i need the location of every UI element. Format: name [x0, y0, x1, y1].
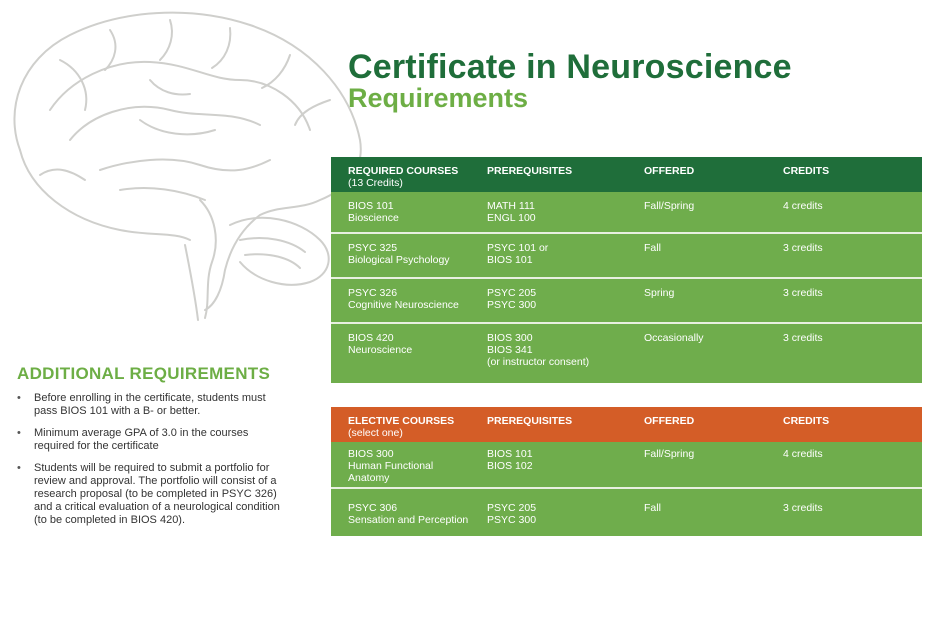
credits-cell: 4 credits — [783, 448, 823, 460]
elective-courses-table: ELECTIVE COURSES (select one) PREREQUISI… — [331, 407, 922, 536]
prereq-cell: PSYC 101 or BIOS 101 — [487, 242, 548, 266]
course-code: BIOS 420 — [348, 332, 394, 344]
list-item: • Before enrolling in the certificate, s… — [17, 392, 287, 418]
prereq-line: ENGL 100 — [487, 212, 536, 224]
list-item-text: Students will be required to submit a po… — [34, 462, 280, 526]
credits-cell: 3 credits — [783, 242, 823, 254]
course-cell: PSYC 325 Biological Psychology — [348, 242, 450, 266]
course-name: Anatomy — [348, 472, 390, 484]
table-row: BIOS 300 Human Functional Anatomy BIOS 1… — [331, 442, 922, 489]
credits-cell: 3 credits — [783, 502, 823, 514]
prereq-line: PSYC 205 — [487, 287, 537, 299]
brain-illustration — [13, 11, 362, 321]
additional-requirements-list: • Before enrolling in the certificate, s… — [17, 392, 287, 536]
offered-cell: Fall/Spring — [644, 200, 695, 212]
page-subtitle: Requirements — [348, 83, 529, 113]
course-name: Bioscience — [348, 212, 399, 224]
course-code: BIOS 101 — [348, 200, 394, 212]
bullet-icon: • — [17, 427, 21, 439]
offered-cell: Occasionally — [644, 332, 704, 344]
offered-cell: Fall — [644, 502, 661, 514]
list-item: • Students will be required to submit a … — [17, 462, 287, 527]
course-code: PSYC 326 — [348, 287, 398, 299]
course-name: Cognitive Neuroscience — [348, 299, 459, 311]
credits-cell: 4 credits — [783, 200, 823, 212]
prereq-line: BIOS 300 — [487, 332, 533, 344]
additional-requirements-heading: ADDITIONAL REQUIREMENTS — [17, 364, 271, 383]
required-table-header: REQUIRED COURSES (13 Credits) PREREQUISI… — [331, 157, 922, 192]
course-name: Biological Psychology — [348, 254, 450, 266]
prereq-line: MATH 111 — [487, 200, 535, 212]
course-cell: PSYC 306 Sensation and Perception — [348, 502, 468, 526]
bullet-icon: • — [17, 392, 21, 404]
list-item-text: Before enrolling in the certificate, stu… — [34, 392, 266, 417]
header-cell-offered: OFFERED — [644, 165, 695, 177]
course-cell: BIOS 420 Neuroscience — [348, 332, 412, 356]
prereq-line: BIOS 102 — [487, 460, 533, 472]
offered-cell: Spring — [644, 287, 675, 299]
bullet-icon: • — [17, 462, 21, 474]
prereq-line: PSYC 205 — [487, 502, 537, 514]
prereq-line: BIOS 101 — [487, 254, 533, 266]
prereq-line: (or instructor consent) — [487, 356, 590, 368]
course-name: Sensation and Perception — [348, 514, 469, 526]
required-courses-table: REQUIRED COURSES (13 Credits) PREREQUISI… — [331, 157, 922, 383]
prereq-line: BIOS 101 — [487, 448, 533, 460]
course-code: PSYC 306 — [348, 502, 398, 514]
course-cell: PSYC 326 Cognitive Neuroscience — [348, 287, 459, 311]
list-item-text: Minimum average GPA of 3.0 in the course… — [34, 427, 249, 452]
course-code: BIOS 300 — [348, 448, 394, 460]
credits-cell: 3 credits — [783, 287, 823, 299]
table-row: PSYC 306 Sensation and Perception PSYC 2… — [331, 489, 922, 536]
course-code: PSYC 325 — [348, 242, 398, 254]
header-cell-required-courses: REQUIRED COURSES (13 Credits) — [348, 165, 458, 189]
header-label: REQUIRED COURSES — [348, 165, 459, 177]
offered-cell: Fall/Spring — [644, 448, 695, 460]
header-sublabel: (13 Credits) — [348, 177, 403, 189]
course-name: Neuroscience — [348, 344, 413, 356]
prereq-line: PSYC 300 — [487, 514, 537, 526]
table-row: PSYC 326 Cognitive Neuroscience PSYC 205… — [331, 279, 922, 324]
table-row: BIOS 101 Bioscience MATH 111 ENGL 100 Fa… — [331, 192, 922, 234]
list-item: • Minimum average GPA of 3.0 in the cour… — [17, 427, 287, 453]
prereq-cell: PSYC 205 PSYC 300 — [487, 502, 536, 526]
course-cell: BIOS 101 Bioscience — [348, 200, 399, 224]
course-cell: BIOS 300 Human Functional Anatomy — [348, 448, 433, 484]
prereq-cell: BIOS 300 BIOS 341 (or instructor consent… — [487, 332, 589, 368]
header-cell-credits: CREDITS — [783, 165, 830, 177]
header-cell-offered: OFFERED — [644, 415, 695, 427]
header-cell-elective-courses: ELECTIVE COURSES (select one) — [348, 415, 454, 439]
elective-table-header: ELECTIVE COURSES (select one) PREREQUISI… — [331, 407, 922, 442]
offered-cell: Fall — [644, 242, 661, 254]
header-cell-prerequisites: PREREQUISITES — [487, 415, 573, 427]
course-name: Human Functional — [348, 460, 434, 472]
table-row: BIOS 420 Neuroscience BIOS 300 BIOS 341 … — [331, 324, 922, 383]
header-label: ELECTIVE COURSES — [348, 415, 455, 427]
prereq-line: PSYC 300 — [487, 299, 537, 311]
header-cell-credits: CREDITS — [783, 415, 830, 427]
credits-cell: 3 credits — [783, 332, 823, 344]
page-title: Certificate in Neuroscience — [348, 48, 792, 86]
prereq-line: BIOS 341 — [487, 344, 533, 356]
prereq-cell: PSYC 205 PSYC 300 — [487, 287, 536, 311]
prereq-cell: BIOS 101 BIOS 102 — [487, 448, 533, 472]
prereq-cell: MATH 111 ENGL 100 — [487, 200, 536, 224]
table-row: PSYC 325 Biological Psychology PSYC 101 … — [331, 234, 922, 279]
prereq-line: PSYC 101 or — [487, 242, 549, 254]
header-sublabel: (select one) — [348, 427, 403, 439]
header-cell-prerequisites: PREREQUISITES — [487, 165, 573, 177]
